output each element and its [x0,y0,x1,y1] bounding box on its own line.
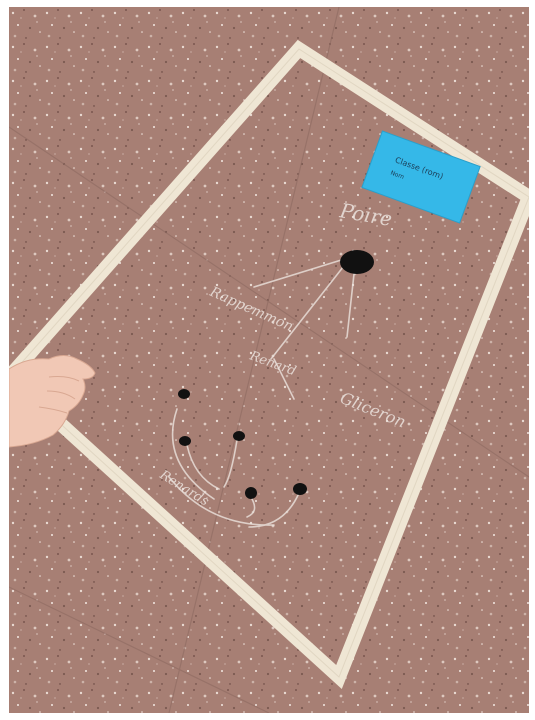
small-black-stone-5 [293,483,307,495]
small-black-stone-2 [179,436,191,446]
large-black-stone [340,250,374,274]
small-black-stone-1 [178,389,190,399]
small-black-stone-4 [245,487,257,499]
floor-scene: Classe (rom) Nom Poire Rappemmon Renard … [9,7,529,713]
floor-photo: Classe (rom) Nom Poire Rappemmon Renard … [9,7,529,713]
small-black-stone-3 [233,431,245,441]
